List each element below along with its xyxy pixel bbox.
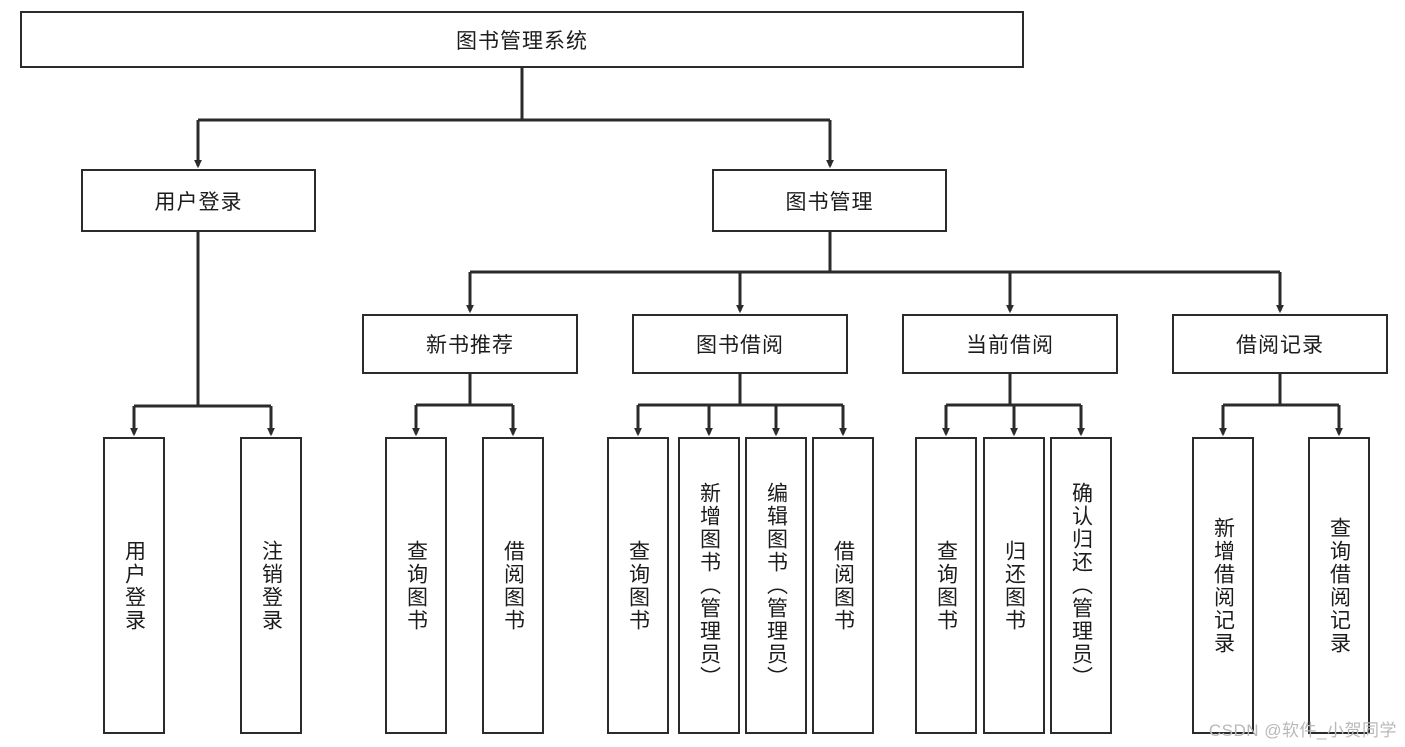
node-leaf-query-book-3[interactable]: 查询图书 xyxy=(915,437,977,734)
node-label: 查询借阅记录 xyxy=(1327,516,1351,655)
node-leaf-confirm-return-admin[interactable]: 确认归还（管理员） xyxy=(1050,437,1112,734)
node-borrow-record[interactable]: 借阅记录 xyxy=(1172,314,1388,374)
node-label: 借阅记录 xyxy=(1236,334,1324,357)
node-label: 当前借阅 xyxy=(966,334,1054,357)
node-label: 注销登录 xyxy=(259,539,283,632)
node-new-book-recommend[interactable]: 新书推荐 xyxy=(362,314,578,374)
node-label: 图书管理 xyxy=(785,190,874,214)
node-leaf-add-book-admin[interactable]: 新增图书（管理员） xyxy=(678,437,740,734)
node-leaf-borrow-book-1[interactable]: 借阅图书 xyxy=(482,437,544,734)
node-label: 借阅图书 xyxy=(501,539,525,632)
node-label: 查询图书 xyxy=(934,539,958,632)
node-label: 用户登录 xyxy=(154,190,243,214)
node-leaf-edit-book-admin[interactable]: 编辑图书（管理员） xyxy=(745,437,807,734)
node-leaf-logout[interactable]: 注销登录 xyxy=(240,437,302,734)
node-leaf-borrow-book-2[interactable]: 借阅图书 xyxy=(812,437,874,734)
node-label: 确认归还（管理员） xyxy=(1069,482,1093,689)
node-leaf-query-borrow-record[interactable]: 查询借阅记录 xyxy=(1308,437,1370,734)
node-leaf-add-borrow-record[interactable]: 新增借阅记录 xyxy=(1192,437,1254,734)
node-label: 查询图书 xyxy=(626,539,650,632)
node-label: 新书推荐 xyxy=(426,334,514,357)
node-leaf-user-login[interactable]: 用户登录 xyxy=(103,437,165,734)
node-label: 图书借阅 xyxy=(696,334,784,357)
node-label: 编辑图书（管理员） xyxy=(764,482,788,689)
node-book-manage[interactable]: 图书管理 xyxy=(712,169,947,232)
node-current-borrow[interactable]: 当前借阅 xyxy=(902,314,1118,374)
watermark: CSDN @软件_小贺同学 xyxy=(1208,721,1397,740)
node-leaf-return-book[interactable]: 归还图书 xyxy=(983,437,1045,734)
node-book-borrow[interactable]: 图书借阅 xyxy=(632,314,848,374)
node-root-system[interactable]: 图书管理系统 xyxy=(20,11,1024,68)
node-label: 归还图书 xyxy=(1002,539,1026,632)
node-label: 新增图书（管理员） xyxy=(697,482,721,689)
node-label: 图书管理系统 xyxy=(456,29,588,53)
node-label: 借阅图书 xyxy=(831,539,855,632)
node-leaf-query-book-1[interactable]: 查询图书 xyxy=(385,437,447,734)
node-label: 用户登录 xyxy=(122,539,146,632)
node-leaf-query-book-2[interactable]: 查询图书 xyxy=(607,437,669,734)
node-label: 新增借阅记录 xyxy=(1211,516,1235,655)
node-label: 查询图书 xyxy=(404,539,428,632)
node-user-login[interactable]: 用户登录 xyxy=(81,169,316,232)
